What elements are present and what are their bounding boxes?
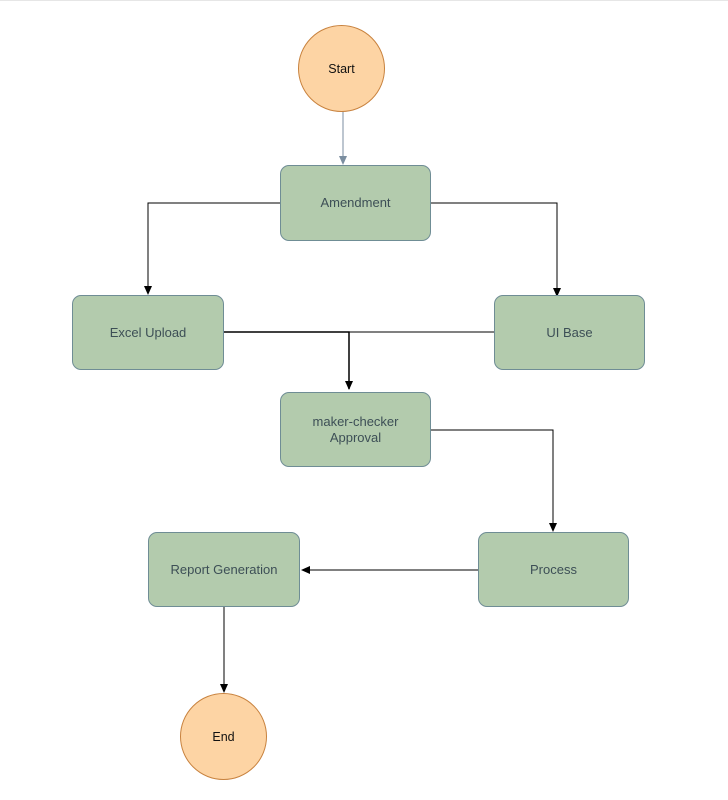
amendment-node[interactable]: Amendment [280, 165, 431, 241]
process-node-label: Process [530, 561, 577, 577]
excel-upload-node[interactable]: Excel Upload [72, 295, 224, 370]
report-generation-node[interactable]: Report Generation [148, 532, 300, 607]
end-node-label: End [212, 729, 235, 744]
connector-amendment-excel-upload [144, 202, 280, 295]
excel-upload-node-label: Excel Upload [109, 324, 187, 340]
connector-excel-upload-approval [224, 331, 353, 390]
maker-checker-approval-node[interactable]: maker-checker Approval [280, 392, 431, 467]
process-node[interactable]: Process [478, 532, 629, 607]
report-generation-node-label: Report Generation [170, 561, 278, 577]
ui-base-node-label: UI Base [546, 324, 593, 340]
top-border-line [0, 0, 728, 1]
connector-amendment-ui-base [431, 202, 561, 297]
connector-approval-process [431, 429, 557, 532]
end-node[interactable]: End [180, 693, 267, 780]
ui-base-node[interactable]: UI Base [494, 295, 645, 370]
start-node[interactable]: Start [298, 25, 385, 112]
approval-node-label-line1: maker-checker [312, 413, 399, 429]
amendment-node-label: Amendment [320, 195, 391, 210]
start-node-label: Start [328, 61, 355, 76]
approval-node-label-line2: Approval [329, 429, 382, 445]
